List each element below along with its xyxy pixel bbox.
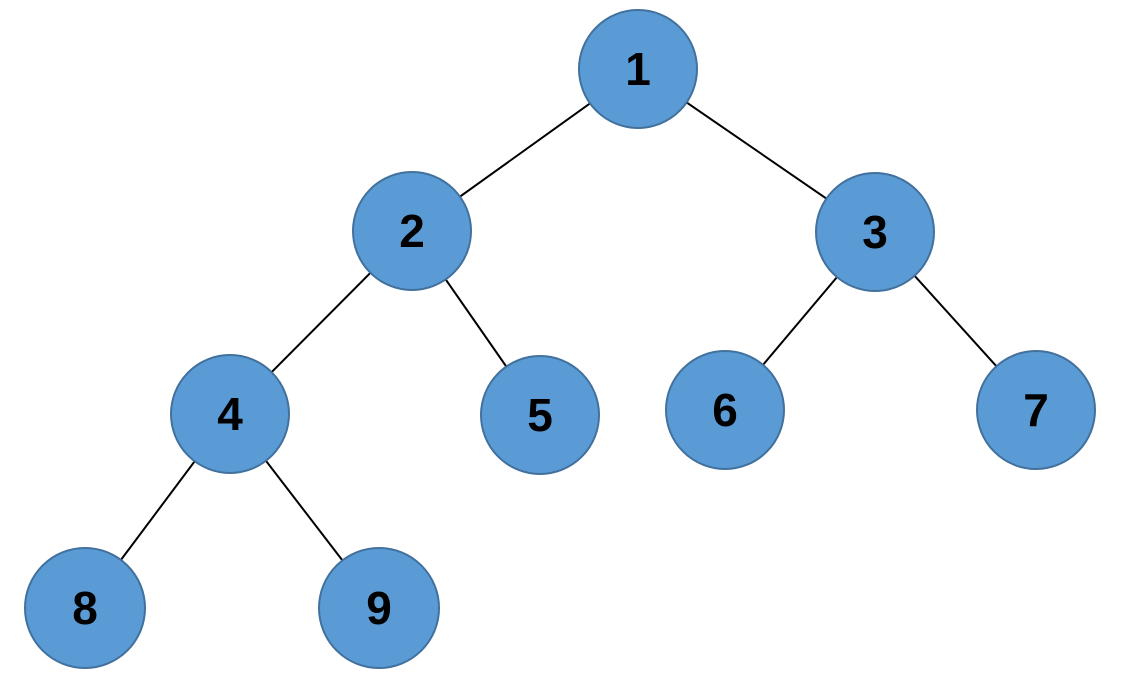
- tree-node-9: 9: [318, 547, 440, 669]
- tree-node-circle: [480, 355, 600, 475]
- tree-node-label: 4: [217, 388, 243, 440]
- tree-node-6: 6: [665, 350, 785, 470]
- tree-node-circle: [665, 350, 785, 470]
- tree-node-label: 3: [862, 206, 888, 258]
- tree-node-2: 2: [352, 171, 472, 291]
- tree-node-circle: [578, 9, 698, 129]
- tree-node-label: 2: [399, 205, 425, 257]
- tree-node-label: 8: [72, 582, 98, 634]
- tree-node-1: 1: [578, 9, 698, 129]
- tree-node-7: 7: [976, 350, 1096, 470]
- tree-node-label: 9: [366, 582, 392, 634]
- tree-node-circle: [815, 172, 935, 292]
- tree-node-circle: [976, 350, 1096, 470]
- tree-node-label: 5: [527, 389, 553, 441]
- tree-node-5: 5: [480, 355, 600, 475]
- tree-node-label: 7: [1023, 384, 1049, 436]
- tree-node-label: 6: [712, 384, 738, 436]
- tree-node-circle: [170, 354, 290, 474]
- tree-node-label: 1: [625, 43, 651, 95]
- tree-node-circle: [352, 171, 472, 291]
- tree-node-4: 4: [170, 354, 290, 474]
- tree-node-8: 8: [24, 547, 146, 669]
- tree-node-circle: [24, 547, 146, 669]
- tree-node-circle: [318, 547, 440, 669]
- tree-node-3: 3: [815, 172, 935, 292]
